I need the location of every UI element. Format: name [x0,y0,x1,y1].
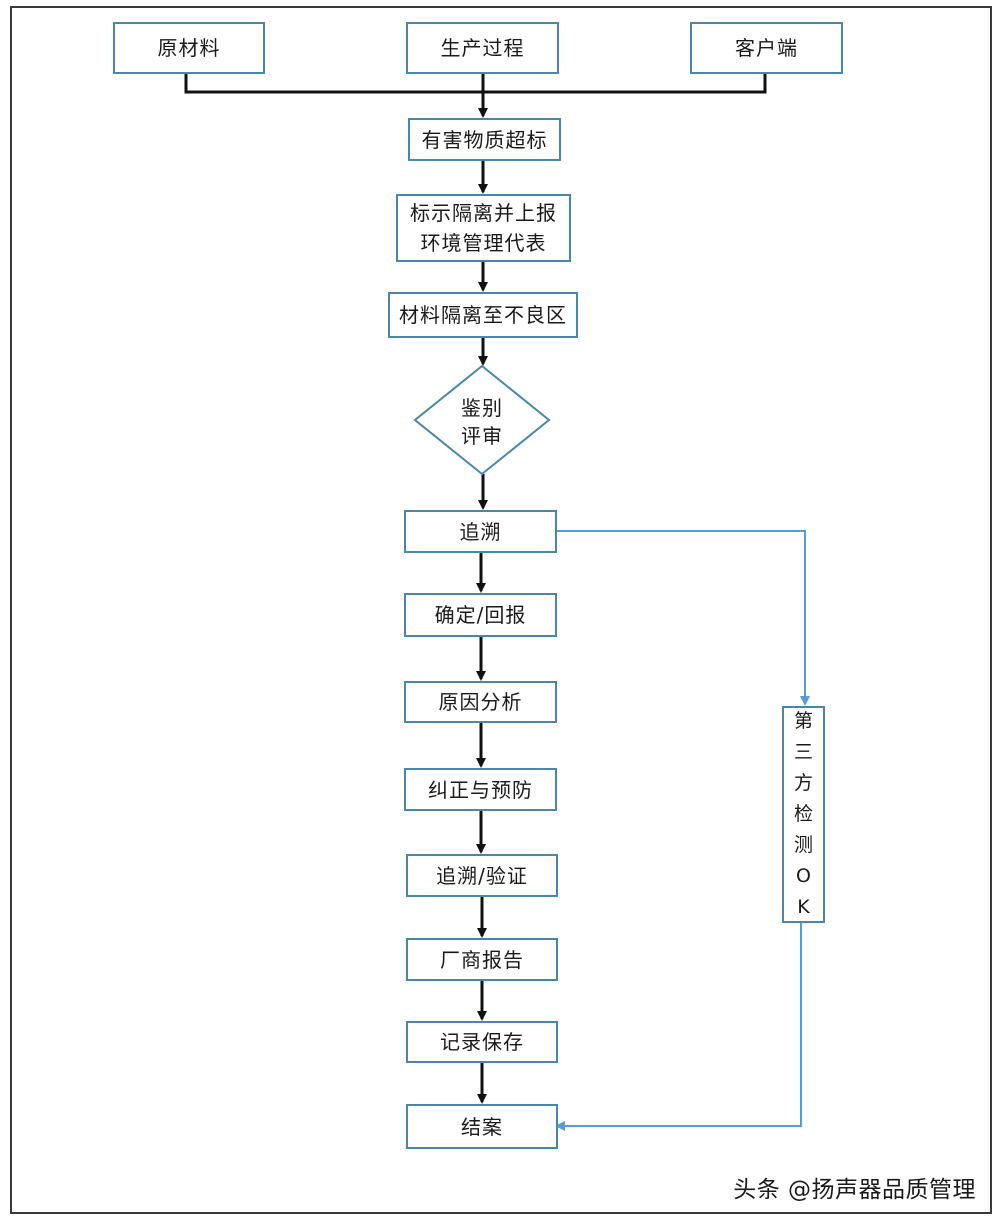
isolate-defect-area-label: 材料隔离至不良区 [399,303,567,327]
hazardous-exceed-label: 有害物质超标 [421,127,548,152]
hazardous-exceed-box: 有害物质超标 [408,118,561,161]
cause-analysis-label: 原因分析 [438,690,523,714]
trace-label: 追溯 [459,519,502,544]
close-case-box: 结案 [406,1104,558,1149]
mark-isolate-line1: 标示隔离并上报 [410,201,557,225]
vendor-report-label: 厂商报告 [440,947,524,972]
isolate-defect-area-box: 材料隔离至不良区 [388,292,578,338]
confirm-reply-label: 确定/回报 [434,603,527,627]
review-diamond [413,364,551,476]
review-diamond-label: 鉴别 评审 [432,394,532,450]
customer-label: 客户端 [735,36,798,60]
raw-material-label: 原材料 [157,36,221,60]
confirm-reply-box: 确定/回报 [404,593,557,637]
mark-isolate-line2: 环境管理代表 [420,231,547,255]
trace-verify-box: 追溯/验证 [406,854,558,897]
branch-third-party-to-close [555,923,802,1131]
connector-raw-material [184,74,483,94]
third-party-char: 测 [793,834,813,856]
customer-box: 客户端 [690,22,843,74]
trace-verify-label: 追溯/验证 [436,863,528,888]
record-save-label: 记录保存 [440,1030,524,1054]
diagram-frame [10,6,992,1214]
third-party-char: 检 [793,803,813,825]
third-party-test-ok-box: 第 三 方 检 测 O K [782,706,825,923]
watermark: 头条 @扬声器品质管理 [733,1177,976,1203]
vendor-report-box: 厂商报告 [406,938,558,981]
production-process-label: 生产过程 [440,36,525,60]
third-party-char: O [796,865,811,887]
record-save-box: 记录保存 [406,1021,558,1063]
cause-analysis-box: 原因分析 [404,681,557,723]
close-case-label: 结案 [461,1114,503,1139]
branch-trace-to-third-party [556,530,810,706]
third-party-char: 第 [793,710,813,732]
mark-isolate-report-box: 标示隔离并上报 环境管理代表 [396,194,571,262]
review-line1: 鉴别 [461,396,503,420]
correct-prevent-label: 纠正与预防 [428,777,533,802]
correct-prevent-box: 纠正与预防 [404,768,557,811]
trace-box: 追溯 [404,510,557,553]
third-party-char: K [797,896,810,918]
review-line2: 评审 [461,424,503,448]
third-party-char: 方 [793,772,813,794]
connector-customer [483,74,767,94]
production-process-box: 生产过程 [406,22,559,74]
third-party-char: 三 [793,741,813,763]
raw-material-box: 原材料 [113,22,265,74]
